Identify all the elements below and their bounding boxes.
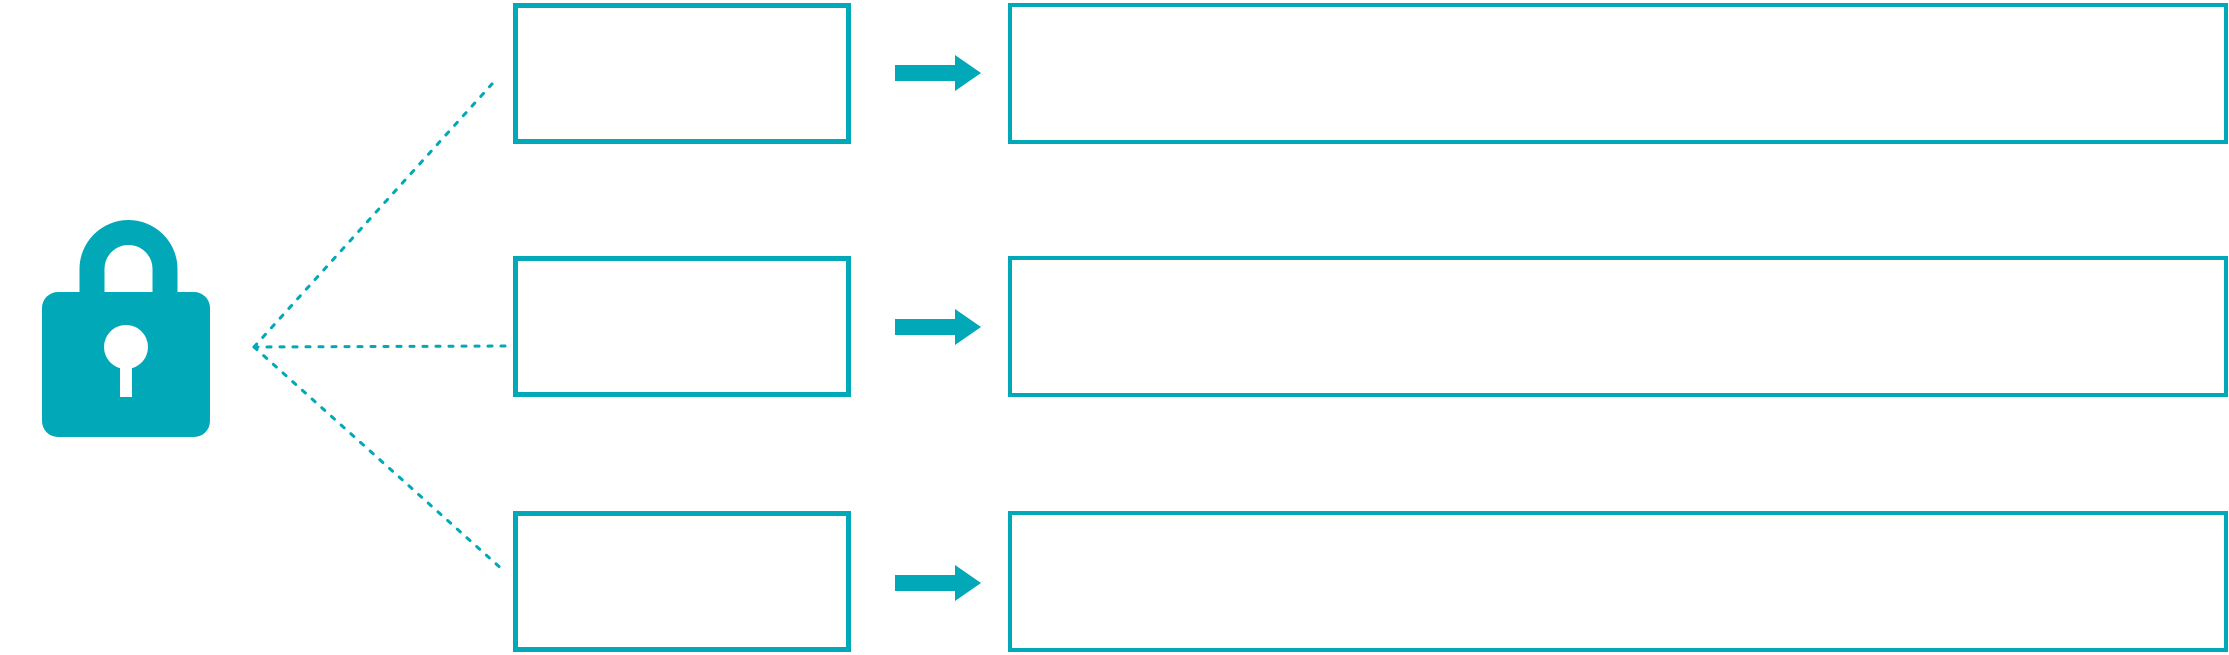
lock-icon	[42, 220, 210, 437]
dotted-connector-line-bottom	[252, 345, 506, 573]
definition-box-1	[1008, 3, 2228, 144]
right-arrow-icon	[895, 309, 981, 345]
lock-shackle	[79, 220, 178, 296]
keyhole-stem	[120, 347, 132, 397]
dotted-connector-line-top	[252, 82, 494, 349]
term-box-2	[513, 256, 851, 397]
definition-box-2	[1008, 256, 2228, 397]
keyhole-icon	[104, 325, 148, 369]
definition-box-3	[1008, 511, 2228, 652]
connector-lines	[252, 82, 508, 573]
term-box-3	[513, 511, 851, 652]
dotted-connector-line-middle	[252, 344, 508, 349]
lock-body	[42, 292, 210, 437]
right-arrows	[895, 55, 981, 601]
right-arrow-icon	[895, 55, 981, 91]
term-box-1	[513, 3, 851, 144]
right-arrow-icon	[895, 565, 981, 601]
